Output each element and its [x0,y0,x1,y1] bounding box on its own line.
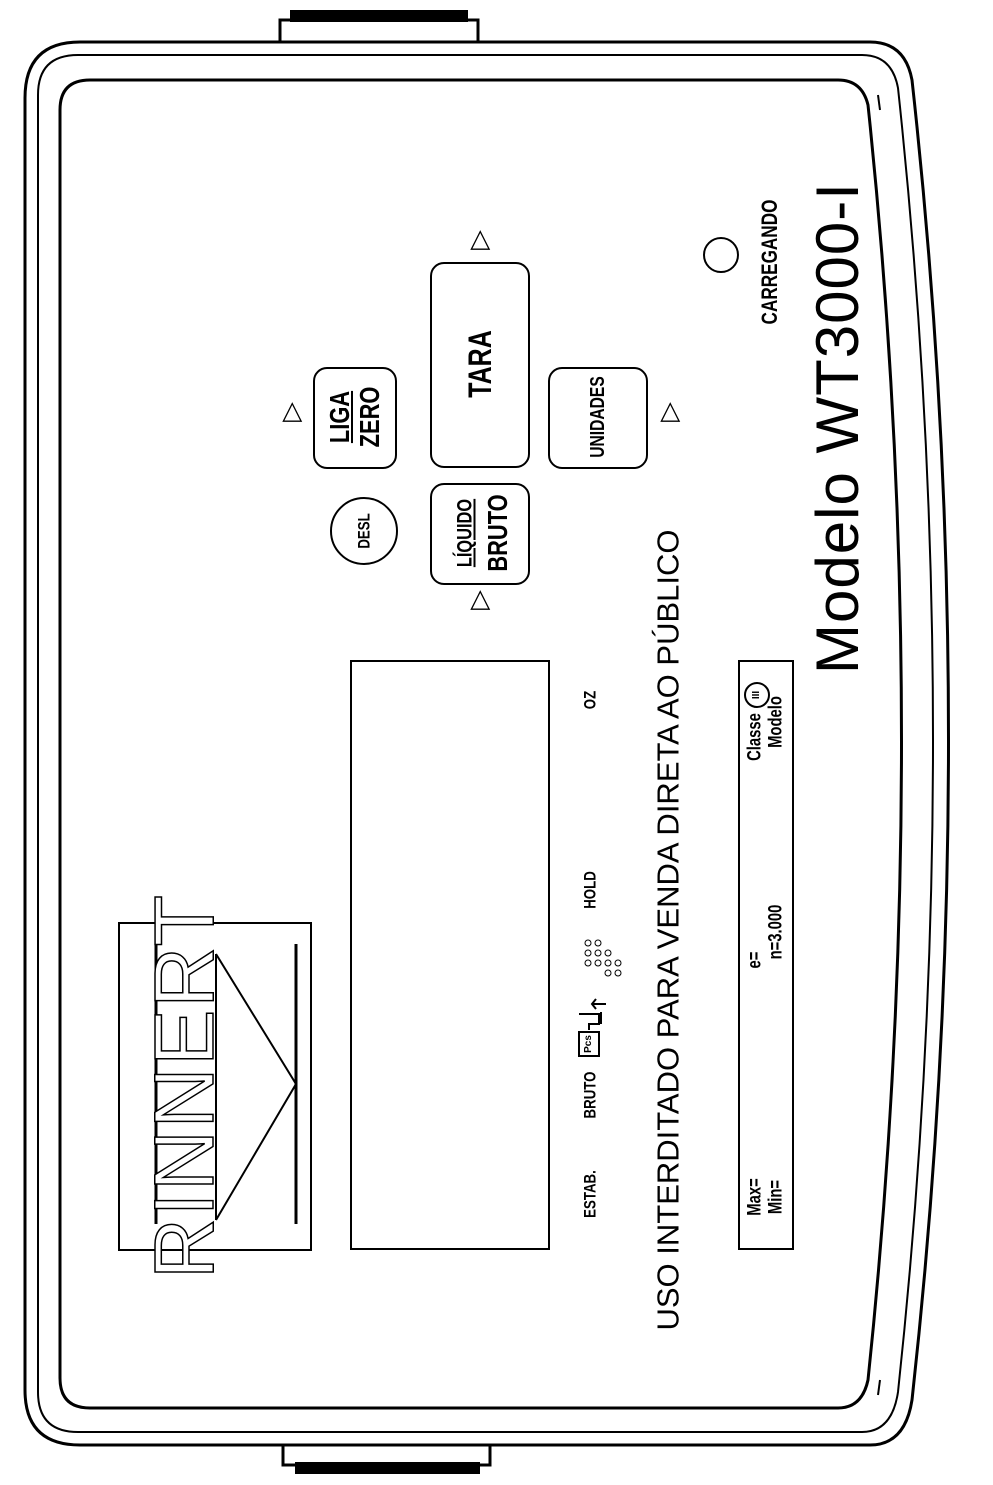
spec-e: e= [744,951,766,969]
arrow-up-icon [590,996,608,1012]
class-symbol-icon: III [744,682,770,708]
arrow-down-liquido: ▷ [463,590,493,610]
tara-button[interactable]: TARA [430,262,530,468]
tara-label: TARA [462,330,498,398]
indicator-hold: HOLD [580,871,600,909]
spec-classe: Classe [744,713,766,761]
logo-chevron-icon [154,944,298,1224]
desl-button[interactable]: DESL [330,497,398,565]
liga-zero-button[interactable]: LIGA ZERO [313,367,397,469]
spec-n: n=3.000 [765,904,787,960]
public-sale-notice: USO INTERDITADO PARA VENDA DIRETA AO PÚB… [650,529,686,1331]
charging-led [703,237,739,273]
arrow-right-unidades: ▷ [653,402,683,422]
top-clip [290,10,468,22]
model-name: Modelo WT3000-I [804,182,871,674]
indicator-bruto: BRUTO [580,1071,600,1119]
zero-label: ZERO [354,386,385,448]
liquido-label: LÍQUIDO [453,498,477,568]
bruto-label: BRUTO [482,494,513,572]
spec-min: Min= [765,1179,787,1215]
unidades-label: UNIDADES [587,376,609,458]
desl-label: DESL [354,513,374,549]
spec-plate: Max= Min= e= n=3.000 Classe III Modelo [738,660,794,1250]
battery-dots-icon [580,935,626,981]
spec-modelo: Modelo [765,696,787,748]
spec-max: Max= [744,1178,766,1216]
bottom-clip [295,1462,480,1474]
unidades-button[interactable]: UNIDADES [548,367,648,469]
pcs-label: Pcs [583,1035,594,1053]
indicator-estab: ESTAB. [580,1170,600,1218]
lcd-display [350,660,550,1250]
arrow-left-liga: ▷ [275,402,305,422]
pcs-stack-icon [578,1012,602,1057]
liquido-bruto-button[interactable]: LÍQUIDO BRUTO [430,483,530,585]
logo-text: RINNERT [136,892,232,1279]
charging-label: CARREGANDO [757,199,782,325]
indicator-oz: OZ [580,690,600,710]
brand-logo: RINNERT [118,892,312,1280]
arrow-up-tara: ▷ [463,230,493,250]
pcs-icon: Pcs [575,1010,605,1060]
liga-label: LIGA [324,390,355,444]
